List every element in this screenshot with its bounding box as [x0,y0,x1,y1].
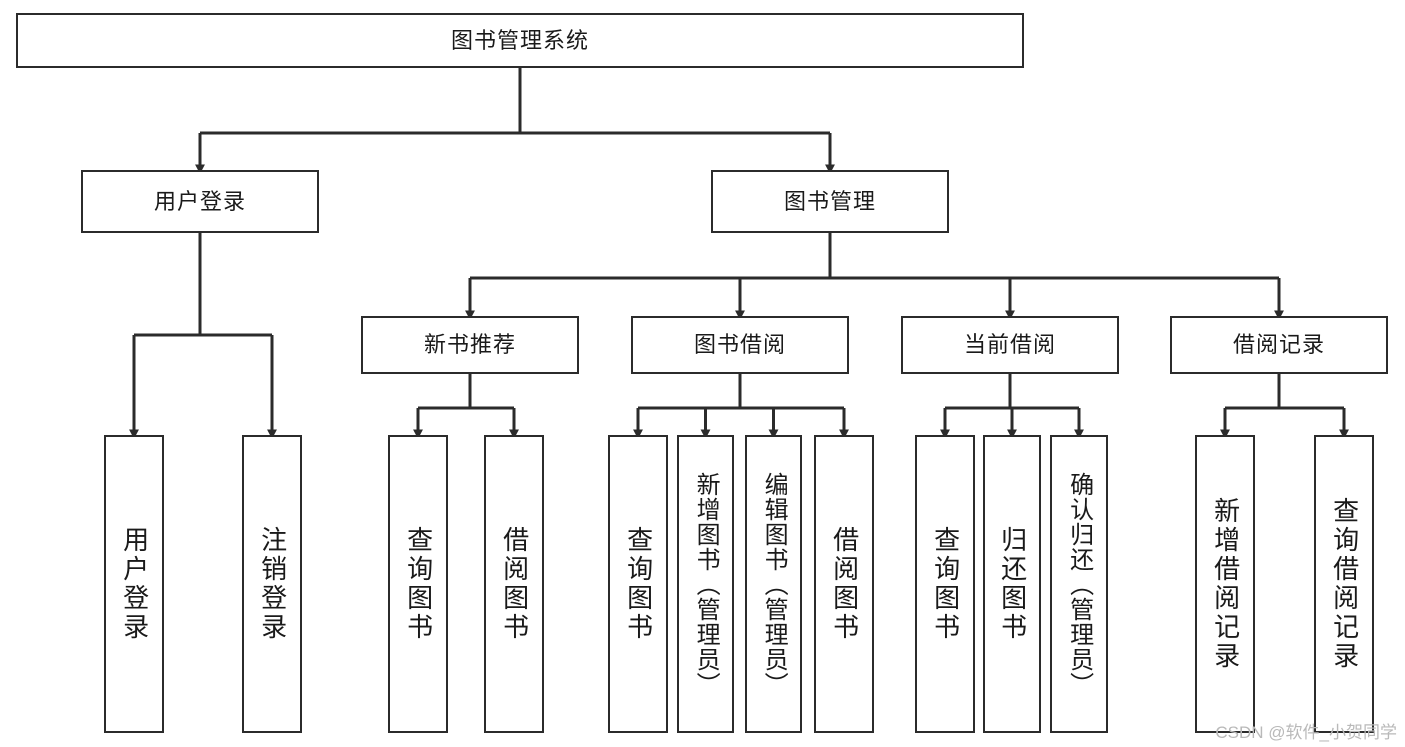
node-leaf-confirm-return-label: 确认归还（管理员） [1065,471,1093,697]
node-leaf-user-login-label: 用户登录 [119,526,150,642]
node-leaf-add-record[interactable]: 新增借阅记录 [1195,435,1255,733]
node-leaf-logout-label: 注销登录 [257,526,288,642]
node-book-manage-label: 图书管理 [783,188,876,214]
node-leaf-query-book-2-label: 查询图书 [623,526,654,642]
node-user-login[interactable]: 用户登录 [81,170,319,233]
node-leaf-return-book[interactable]: 归还图书 [983,435,1041,733]
node-leaf-borrow-book-1[interactable]: 借阅图书 [484,435,544,733]
node-leaf-add-record-label: 新增借阅记录 [1210,497,1241,671]
node-leaf-logout[interactable]: 注销登录 [242,435,302,733]
node-leaf-borrow-book-1-label: 借阅图书 [499,526,530,642]
node-root[interactable]: 图书管理系统 [16,13,1024,68]
node-new-book-rec-label: 新书推荐 [423,332,516,358]
node-leaf-user-login[interactable]: 用户登录 [104,435,164,733]
node-leaf-borrow-book-2[interactable]: 借阅图书 [814,435,874,733]
node-leaf-add-book-label: 新增图书（管理员） [692,471,720,697]
node-leaf-query-book-1-label: 查询图书 [403,526,434,642]
watermark-text: CSDN @软件_小贺同学 [1215,723,1397,742]
node-book-manage[interactable]: 图书管理 [711,170,949,233]
node-root-label: 图书管理系统 [450,27,589,53]
node-new-book-rec[interactable]: 新书推荐 [361,316,579,374]
node-leaf-borrow-book-2-label: 借阅图书 [829,526,860,642]
node-current-borrow[interactable]: 当前借阅 [901,316,1119,374]
node-user-login-label: 用户登录 [153,188,246,214]
node-leaf-query-book-1[interactable]: 查询图书 [388,435,448,733]
node-leaf-return-book-label: 归还图书 [997,526,1028,642]
node-leaf-confirm-return[interactable]: 确认归还（管理员） [1050,435,1108,733]
node-leaf-edit-book-label: 编辑图书（管理员） [760,471,788,697]
node-leaf-query-book-3[interactable]: 查询图书 [915,435,975,733]
node-leaf-query-record[interactable]: 查询借阅记录 [1314,435,1374,733]
node-leaf-edit-book[interactable]: 编辑图书（管理员） [745,435,802,733]
node-borrow-record[interactable]: 借阅记录 [1170,316,1388,374]
node-leaf-query-book-2[interactable]: 查询图书 [608,435,668,733]
node-current-borrow-label: 当前借阅 [963,332,1056,358]
node-borrow-record-label: 借阅记录 [1232,332,1325,358]
node-book-borrow[interactable]: 图书借阅 [631,316,849,374]
node-leaf-query-book-3-label: 查询图书 [930,526,961,642]
node-leaf-add-book[interactable]: 新增图书（管理员） [677,435,734,733]
node-book-borrow-label: 图书借阅 [693,332,786,358]
node-leaf-query-record-label: 查询借阅记录 [1329,497,1360,671]
